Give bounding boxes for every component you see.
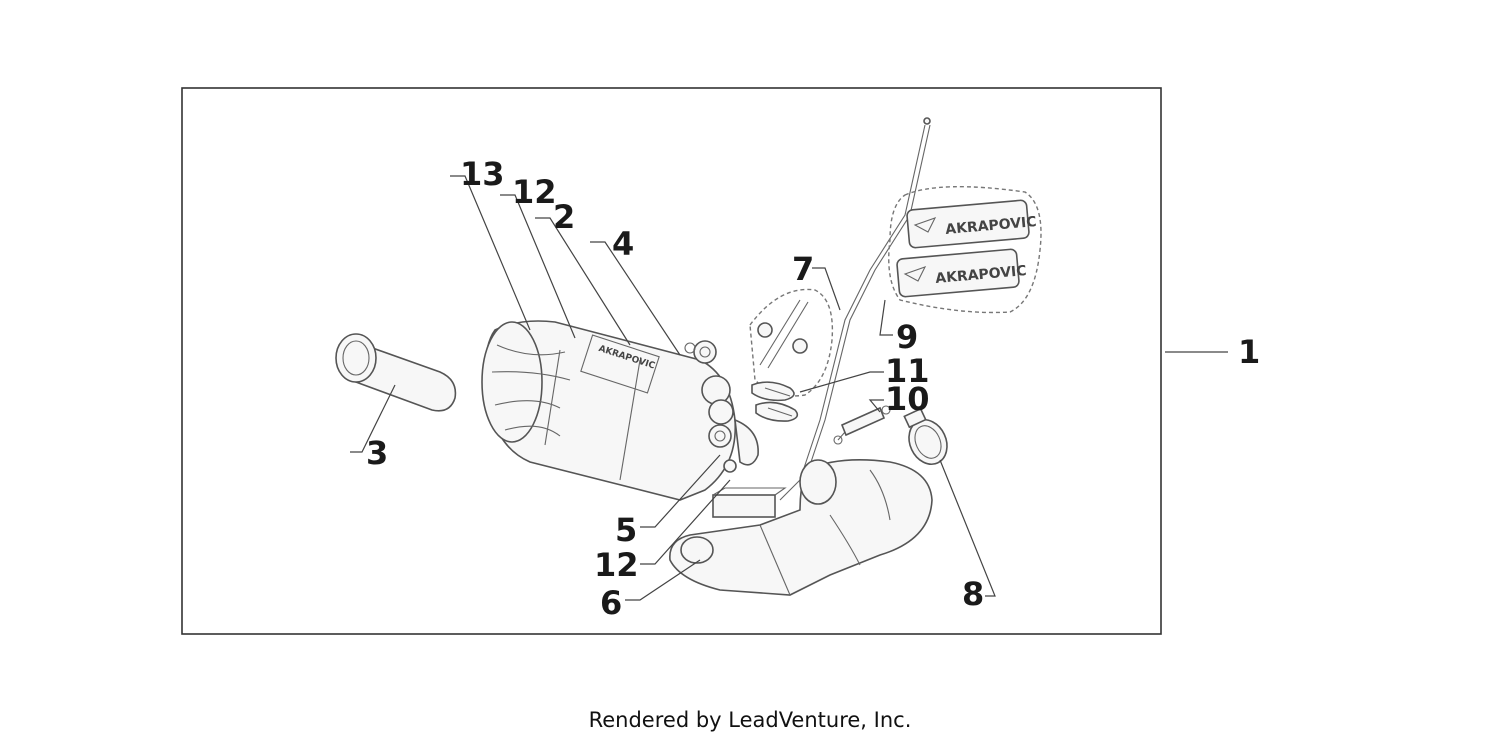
callout-11: 11 [885, 352, 930, 390]
callout-7: 7 [792, 250, 814, 288]
callout-8: 8 [962, 575, 984, 613]
assembly-frame [181, 87, 1162, 635]
header-pipe [669, 458, 933, 596]
callout-12-top: 12 [512, 173, 557, 211]
link-pipe [335, 333, 457, 412]
callout-10: 10 [885, 380, 930, 418]
render-credit: Rendered by LeadVenture, Inc. [588, 708, 912, 732]
heat-shield-plate [749, 288, 834, 397]
spring [833, 405, 891, 445]
muffler: AKRAPOVIC [481, 320, 737, 501]
callout-2: 2 [553, 198, 575, 236]
callout-9: 9 [896, 318, 918, 356]
callout-5: 5 [615, 511, 637, 549]
callout-12-bottom: 12 [594, 546, 639, 584]
callout-labels: 1 13 12 2 4 7 9 11 10 3 5 12 6 8 [366, 155, 1260, 622]
callout-3: 3 [366, 434, 388, 472]
callout-4: 4 [612, 225, 634, 263]
decal-brand-top: AKRAPOVIC [945, 214, 1037, 238]
leader-lines [350, 175, 1228, 601]
clamp [903, 407, 948, 465]
callout-6: 6 [600, 584, 622, 622]
callout-13: 13 [460, 155, 505, 193]
decal-brand-bottom: AKRAPOVIC [935, 263, 1027, 287]
callout-1: 1 [1238, 333, 1260, 371]
gasket-set [751, 381, 799, 422]
decal-sheet: AKRAPOVIC AKRAPOVIC [888, 185, 1042, 314]
mount-bracket [684, 340, 759, 473]
